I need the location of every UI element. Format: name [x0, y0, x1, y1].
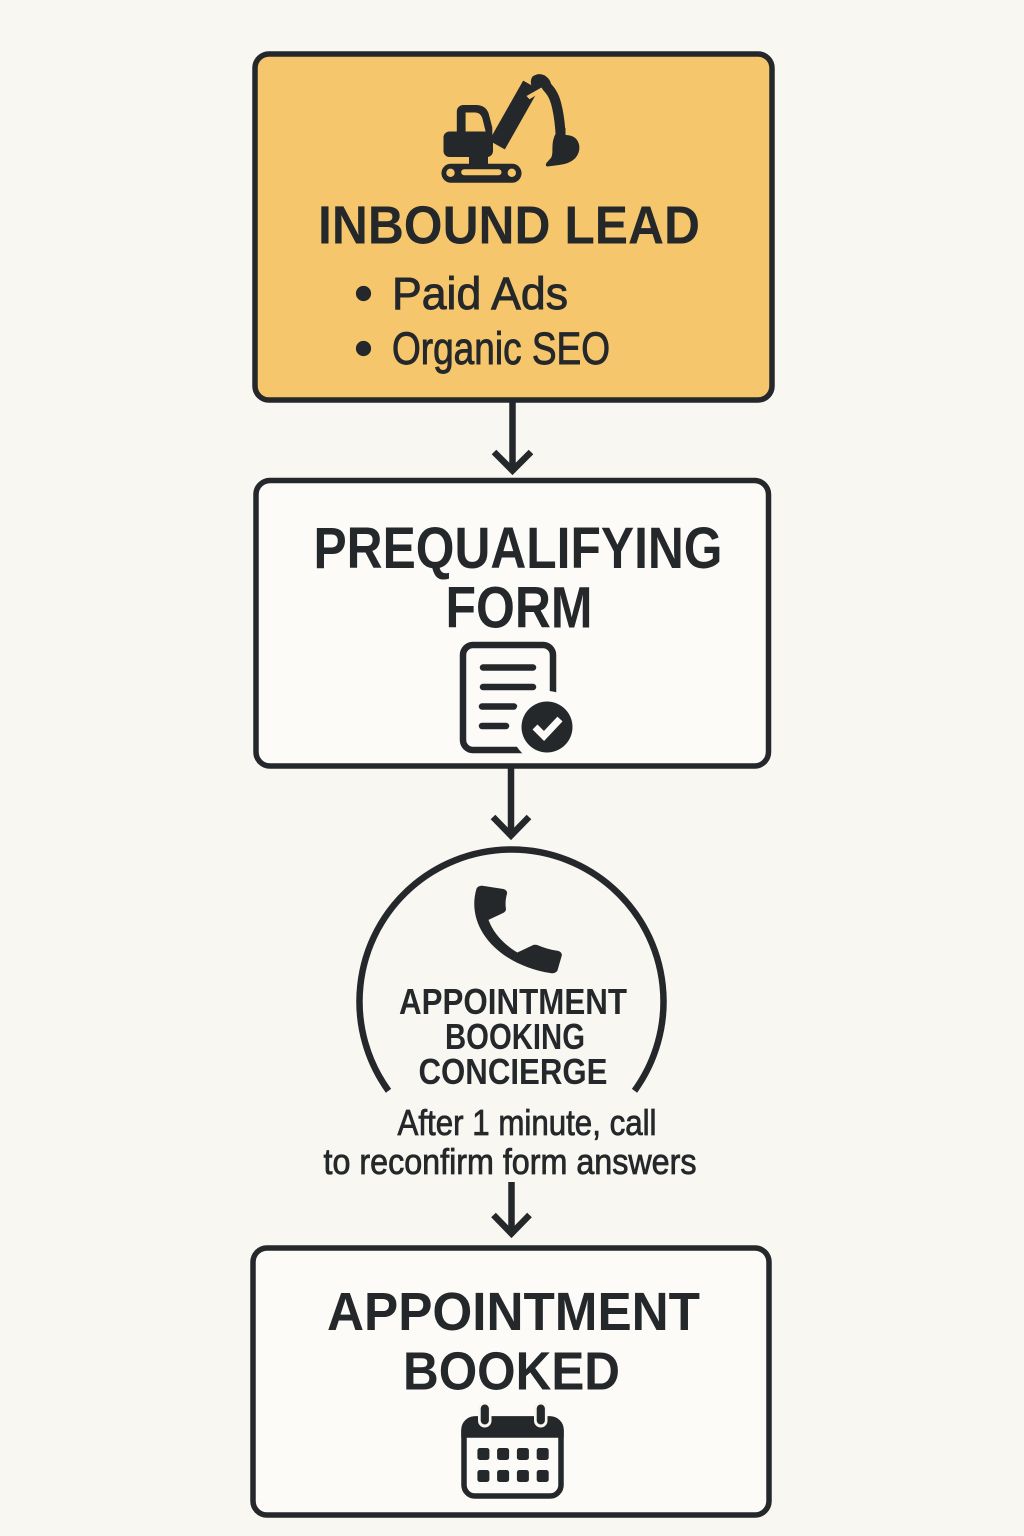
svg-text:INBOUND LEAD: INBOUND LEAD	[318, 196, 700, 256]
svg-text:PREQUALIFYING: PREQUALIFYING	[314, 516, 723, 581]
svg-text:Organic SEO: Organic SEO	[392, 323, 610, 374]
svg-text:to reconfirm form answers: to reconfirm form answers	[324, 1141, 697, 1182]
svg-text:APPOINTMENT: APPOINTMENT	[399, 981, 627, 1022]
svg-text:BOOKED: BOOKED	[403, 1342, 620, 1402]
svg-text:FORM: FORM	[446, 576, 593, 641]
svg-text:BOOKING: BOOKING	[445, 1016, 585, 1057]
svg-text:Paid Ads: Paid Ads	[392, 268, 568, 319]
svg-text:After 1 minute, call: After 1 minute, call	[398, 1102, 657, 1143]
svg-text:CONCIERGE: CONCIERGE	[419, 1051, 608, 1092]
svg-text:APPOINTMENT: APPOINTMENT	[327, 1282, 700, 1342]
